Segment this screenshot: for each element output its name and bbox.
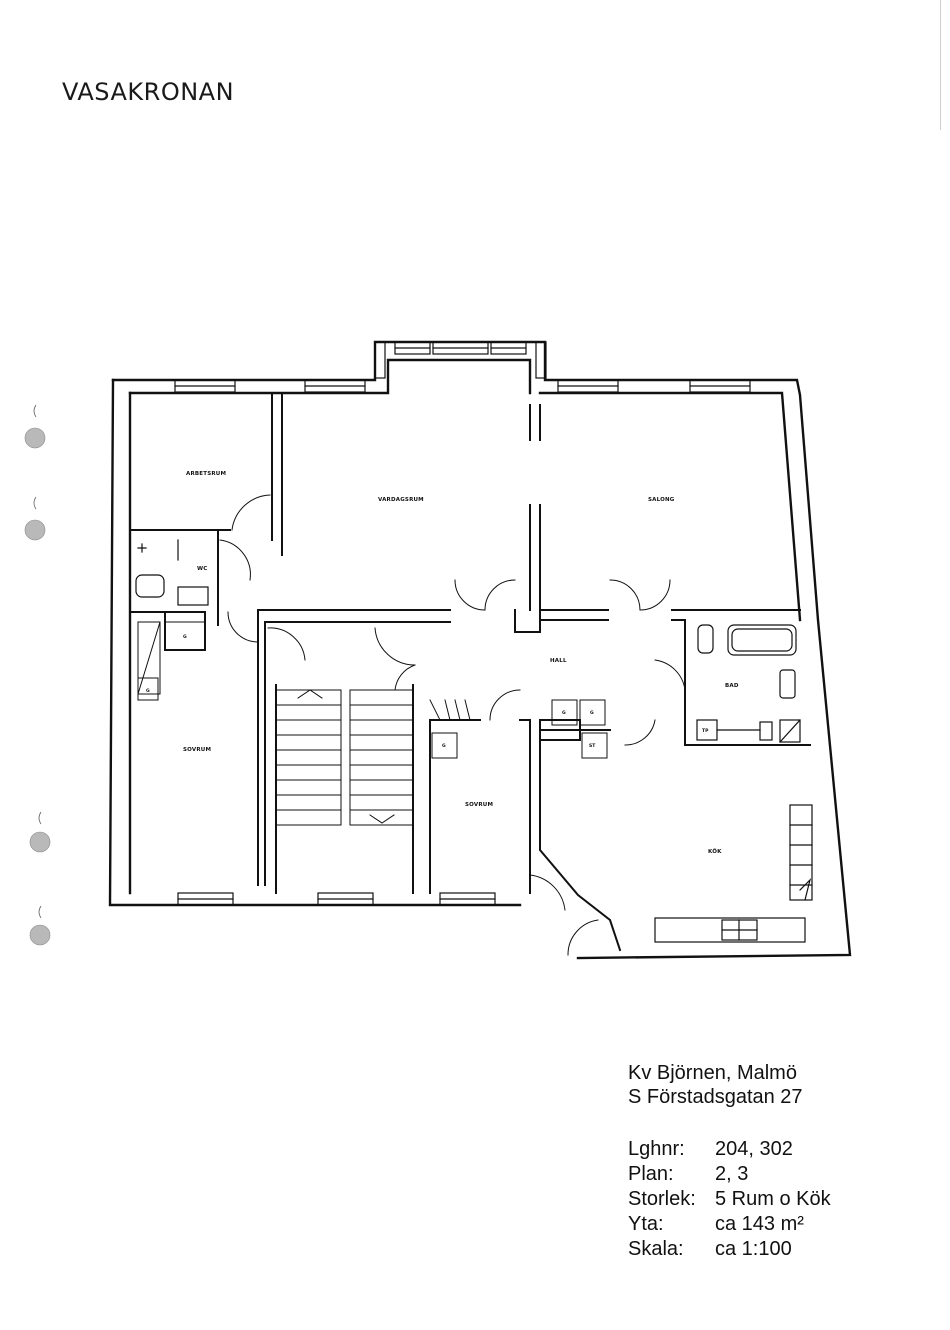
address-line-1: Kv Björnen, Malmö [628, 1062, 797, 1084]
detail-key: Skala: [628, 1238, 684, 1260]
detail-row-yta: Yta: ca 143 m² [628, 1212, 831, 1237]
address-line-2: S Förstadsgatan 27 [628, 1086, 803, 1108]
room-label-wc: WC [197, 566, 208, 572]
fixture-label-g3: G [442, 743, 446, 749]
fixture-label-tp: TP [702, 728, 709, 734]
detail-row-skala: Skala: ca 1:100 [628, 1237, 831, 1262]
fixture-label-st: ST [589, 743, 596, 749]
punch-hole-2 [24, 519, 46, 541]
room-label-kok: KÖK [708, 848, 722, 855]
detail-row-plan: Plan: 2, 3 [628, 1162, 831, 1187]
punch-hole-3 [29, 831, 51, 853]
detail-value: 5 Rum o Kök [715, 1188, 831, 1210]
punch-hole-1 [24, 427, 46, 449]
detail-row-lghnr: Lghnr: 204, 302 [628, 1137, 831, 1162]
detail-key: Storlek: [628, 1188, 696, 1210]
detail-value: 2, 3 [715, 1163, 749, 1185]
kitchen-fixtures [654, 804, 813, 943]
room-label-sovrum-left: SOVRUM [183, 747, 211, 753]
detail-value: ca 143 m² [715, 1213, 804, 1235]
outer-walls [108, 340, 852, 960]
storage-fixtures [137, 621, 608, 759]
fixture-label-g2: G [146, 688, 150, 694]
detail-value: ca 1:100 [715, 1238, 792, 1260]
room-label-arbetsrum: ARBETSRUM [186, 471, 226, 477]
doors [219, 494, 686, 956]
stairs [275, 689, 414, 826]
details-table: Lghnr: 204, 302 Plan: 2, 3 Storlek: 5 Ru… [628, 1137, 831, 1262]
page-edge-line [940, 0, 941, 130]
interior-walls [129, 392, 811, 952]
fixture-label-g4: G [562, 710, 566, 716]
fixture-label-g5: G [590, 710, 594, 716]
detail-key: Yta: [628, 1213, 664, 1235]
room-label-bad: BAD [725, 683, 739, 689]
windows [174, 341, 751, 906]
bathroom-fixtures [696, 624, 801, 743]
wc-fixtures [135, 539, 209, 606]
brand-logo-text: VASAKRONAN [62, 78, 235, 106]
punch-hole-4 [29, 924, 51, 946]
detail-key: Plan: [628, 1163, 674, 1185]
detail-value: 204, 302 [715, 1138, 793, 1160]
detail-key: Lghnr: [628, 1138, 685, 1160]
room-label-vardagsrum: VARDAGSRUM [378, 497, 424, 503]
room-label-sovrum-mid: SOVRUM [465, 802, 493, 808]
room-label-salong: SALONG [648, 497, 675, 503]
address-block: Kv Björnen, Malmö S Förstadsgatan 27 [628, 1061, 803, 1109]
room-label-hall: HALL [550, 658, 567, 664]
fixture-label-g1: G [183, 634, 187, 640]
detail-row-storlek: Storlek: 5 Rum o Kök [628, 1187, 831, 1212]
